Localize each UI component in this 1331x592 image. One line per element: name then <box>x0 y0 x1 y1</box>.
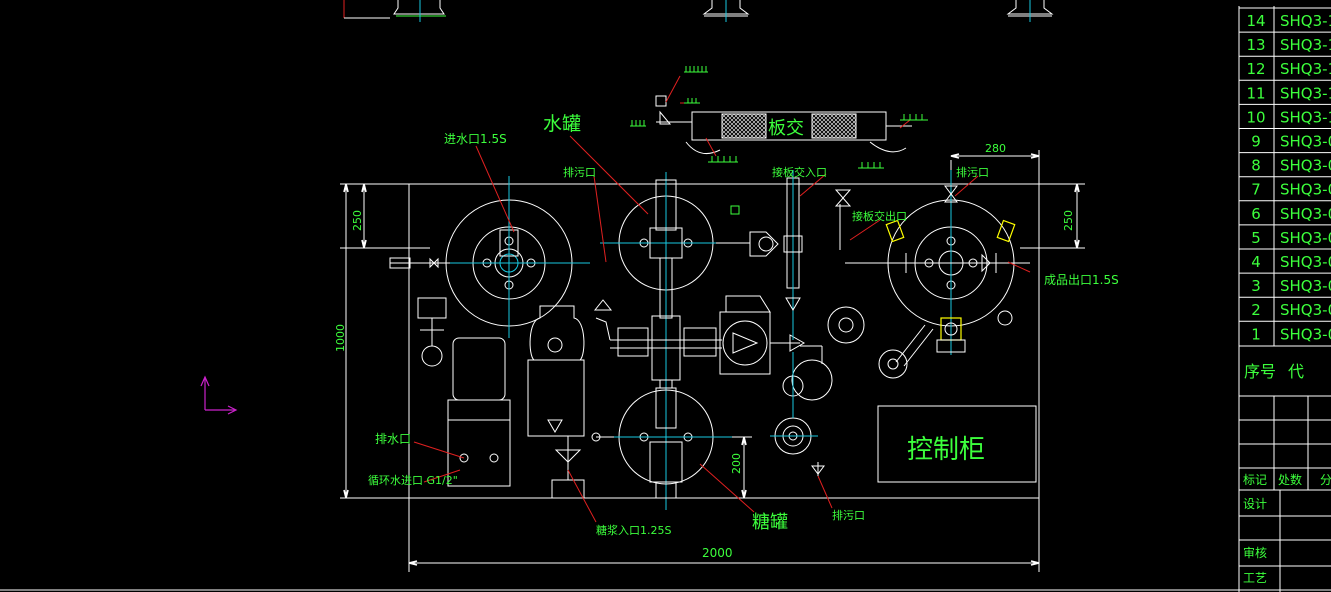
tb-review: 审核 <box>1243 545 1267 560</box>
tb-row-no: 14 <box>1246 12 1265 30</box>
tb-row-no: 7 <box>1251 181 1261 199</box>
syrup-tank <box>591 387 732 499</box>
label-circ-inlet: 循环水进口 G1/2" <box>368 474 458 487</box>
tb-div: 分 <box>1320 473 1331 487</box>
tb-row-no: 13 <box>1246 36 1265 54</box>
water-tank <box>600 172 779 510</box>
filter-housing <box>527 305 585 499</box>
tb-row-code: SHQ3-0 <box>1280 133 1331 151</box>
vertical-heat-exchanger-pipe <box>730 170 865 476</box>
product-tank-level-gauge <box>878 317 966 379</box>
dim-250-left: 250 <box>351 210 364 231</box>
label-control-cabinet: 控制柜 <box>907 435 985 465</box>
tb-row-no: 3 <box>1251 277 1261 295</box>
label-water-drain: 排水口 <box>375 432 411 446</box>
water-inlet-tank <box>389 176 590 338</box>
tb-row-no: 12 <box>1246 60 1265 78</box>
tb-row-code: SHQ3-1 <box>1280 108 1331 126</box>
tb-row-code: SHQ3-0 <box>1280 253 1331 271</box>
dim-2000: 2000 <box>702 546 733 560</box>
title-block: 序号 代 标记 处数 分 设计 审核 工艺 14SHQ3-113SHQ3-112… <box>1238 6 1331 592</box>
label-drain-top-right: 排污口 <box>956 165 989 179</box>
tb-header-code: 代 <box>1288 362 1304 381</box>
tb-mark: 标记 <box>1243 473 1267 487</box>
label-product-outlet: 成品出口1.5S <box>1044 273 1119 287</box>
tb-row-code: SHQ3-0 <box>1280 277 1331 295</box>
tb-row-code: SHQ3-1 <box>1280 60 1331 78</box>
tb-process: 工艺 <box>1243 571 1267 585</box>
dim-250-right: 250 <box>1062 210 1075 231</box>
tb-row-no: 2 <box>1251 301 1261 319</box>
main-pump <box>719 295 806 375</box>
tb-row-code: SHQ3-0 <box>1280 325 1331 343</box>
tb-row-code: SHQ3-1 <box>1280 84 1331 102</box>
tb-design: 设计 <box>1243 497 1267 511</box>
tb-header-no: 序号 <box>1244 362 1276 381</box>
tb-row-code: SHQ3-0 <box>1280 205 1331 223</box>
label-hx-inlet: 接板交入口 <box>772 165 827 179</box>
tb-row-no: 5 <box>1251 229 1261 247</box>
bottom-dimension <box>408 498 1040 572</box>
tb-row-no: 1 <box>1251 325 1261 343</box>
dim-1000: 1000 <box>334 324 347 352</box>
tb-row-code: SHQ3-0 <box>1280 229 1331 247</box>
label-water-inlet: 进水口1.5S <box>444 132 507 146</box>
tb-row-no: 10 <box>1246 108 1265 126</box>
left-dimensions <box>340 183 430 499</box>
label-drain-top-left: 排污口 <box>563 165 596 179</box>
tb-row-code: SHQ3-1 <box>1280 36 1331 54</box>
label-syrup-tank: 糖罐 <box>752 512 788 533</box>
flow-markers <box>630 66 928 169</box>
label-water-tank: 水罐 <box>543 113 581 135</box>
label-hx-outlet: 接板交出口 <box>852 209 907 223</box>
label-plate-hx: 板交 <box>768 118 804 139</box>
tb-count: 处数 <box>1278 472 1302 487</box>
tb-row-code: SHQ3-0 <box>1280 301 1331 319</box>
product-tank <box>845 170 1030 355</box>
tb-row-no: 4 <box>1251 253 1261 271</box>
syrup-tank-dimension <box>700 436 752 499</box>
tb-row-no: 9 <box>1251 133 1261 151</box>
plate-heat-exchanger <box>655 95 912 155</box>
dim-280: 280 <box>985 142 1006 155</box>
dim-200: 200 <box>730 453 743 474</box>
tb-row-code: SHQ3-0 <box>1280 157 1331 175</box>
right-pump <box>770 345 833 455</box>
ucs-axis-icon <box>200 375 238 415</box>
control-cabinet-box <box>877 405 1037 483</box>
leader-lines <box>413 75 1031 523</box>
tb-row-no: 11 <box>1246 84 1265 102</box>
label-syrup-inlet: 糖浆入口1.25S <box>596 523 671 537</box>
tb-row-no: 8 <box>1251 157 1261 175</box>
top-partial-equipment <box>343 0 1054 22</box>
label-drain-bottom: 排污口 <box>832 508 865 522</box>
tb-row-code: SHQ3-1 <box>1280 12 1331 30</box>
central-piping <box>593 299 722 388</box>
tb-row-code: SHQ3-0 <box>1280 181 1331 199</box>
tb-row-no: 6 <box>1251 205 1261 223</box>
